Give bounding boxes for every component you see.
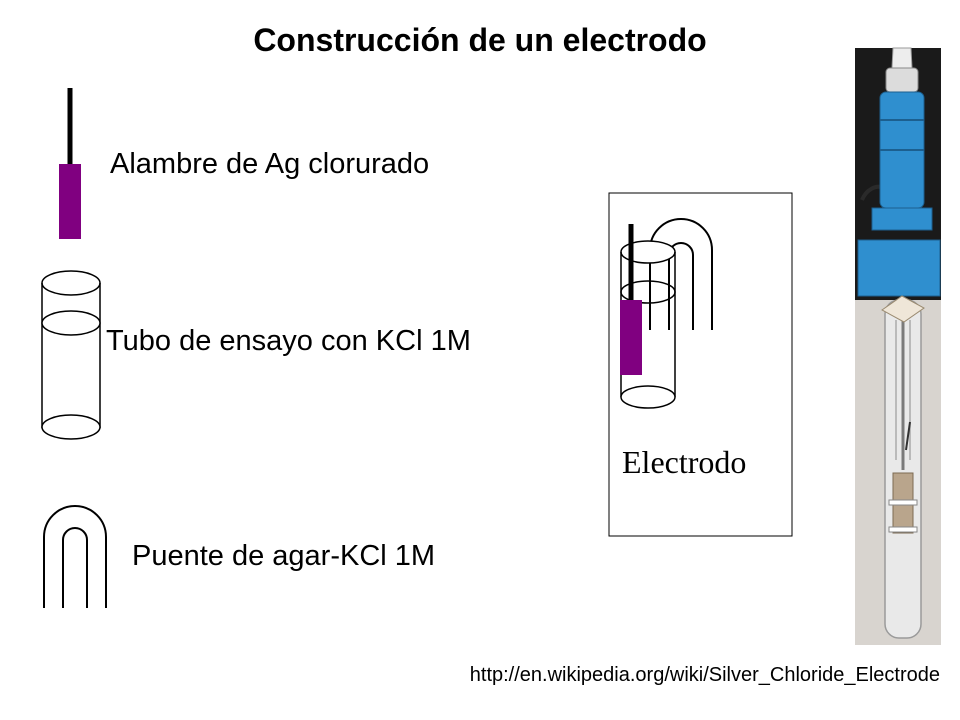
bridge-label: Puente de agar-KCl 1M bbox=[132, 540, 436, 572]
electrode-photo bbox=[855, 47, 941, 645]
electrode-label: Electrodo bbox=[622, 444, 747, 480]
agar-bridge-icon bbox=[43, 505, 107, 608]
silver-wire-icon bbox=[59, 88, 81, 239]
electrode-assembly bbox=[608, 192, 793, 537]
test-tube-icon bbox=[41, 270, 101, 440]
tube-label: Tubo de ensayo con KCl 1M bbox=[106, 325, 471, 357]
wire-label: Alambre de Ag clorurado bbox=[110, 148, 430, 180]
electrode-wire-icon bbox=[620, 224, 642, 375]
source-url[interactable]: http://en.wikipedia.org/wiki/Silver_Chlo… bbox=[469, 664, 940, 686]
electrode-frame bbox=[608, 192, 793, 537]
agcl-coating bbox=[59, 164, 81, 239]
electrode-bridge-icon bbox=[649, 218, 713, 330]
page-title: Construcción de un electrodo bbox=[253, 22, 707, 58]
